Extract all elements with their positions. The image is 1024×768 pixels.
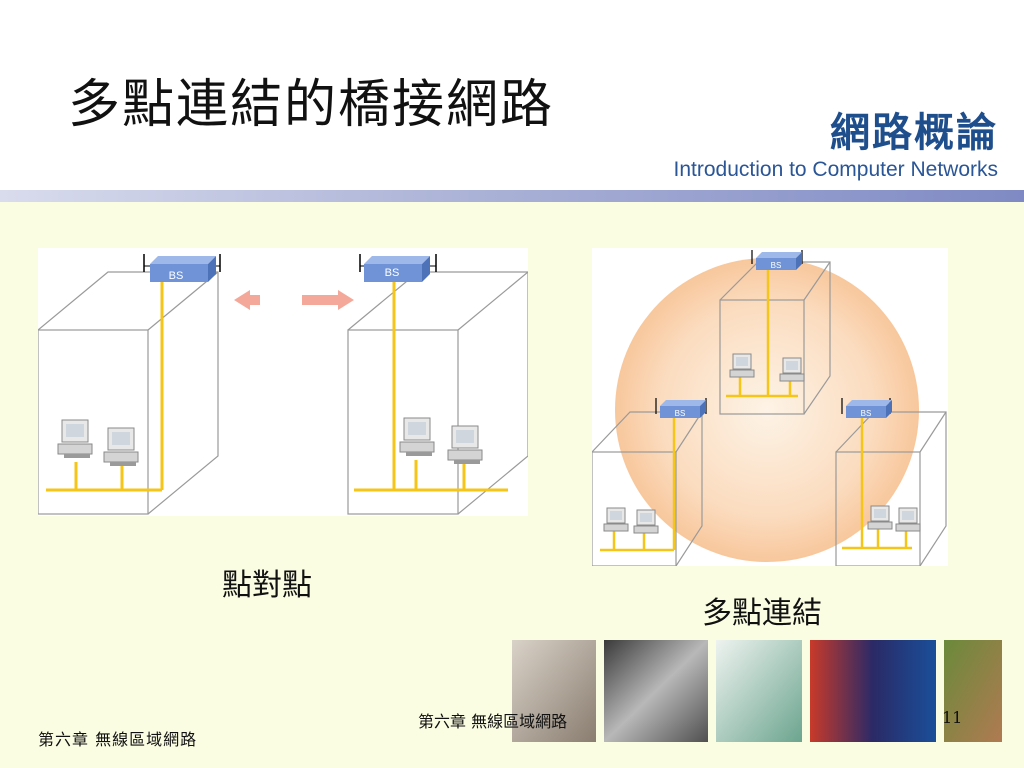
base-station-label: BS: [861, 409, 872, 418]
caption-point-to-point: 點對點: [222, 568, 312, 603]
wiring-2: [354, 282, 508, 492]
building-top: [719, 261, 831, 415]
footer-chapter-left: 第六章 無線區域網路: [38, 730, 198, 749]
brand-logo-en: Introduction to Computer Networks: [673, 158, 998, 181]
coverage-area: [615, 258, 919, 562]
base-station-label: BS: [169, 270, 184, 282]
slide-title: 多點連結的橋接網路: [68, 75, 555, 135]
base-station-right: BS: [841, 398, 892, 418]
computer-icon: [57, 419, 93, 459]
computer-icon: [603, 507, 629, 532]
computer-icon: [399, 417, 435, 457]
base-station-top: BS: [751, 250, 803, 270]
base-station-label: BS: [771, 261, 782, 270]
computer-icon: [779, 357, 805, 382]
page-number: 11: [942, 708, 963, 727]
multipoint-svg: BS BS BS: [591, 250, 947, 567]
computer-icon: [447, 425, 483, 465]
computer-icon: [103, 427, 139, 467]
footer-chapter-center: 第六章 無線區域網路: [418, 712, 568, 731]
computer-icon: [895, 507, 921, 532]
point-to-point-diagram: BS BS: [37, 248, 529, 516]
slide-header: 多點連結的橋接網路 網路概論 Introduction to Computer …: [0, 0, 1024, 196]
brand-logo-cn: 網路概論: [830, 110, 998, 156]
computer-icon: [867, 505, 893, 530]
caption-multipoint: 多點連結: [702, 596, 822, 631]
base-station-label: BS: [385, 267, 400, 279]
computer-icon: [633, 509, 659, 534]
photo-laptop-thumbnail: [604, 640, 708, 742]
photo-person-thumbnail: [512, 640, 596, 742]
computer-icon: [729, 353, 755, 378]
building-2: [347, 271, 529, 515]
base-station-label: BS: [675, 409, 686, 418]
building-1: [37, 271, 219, 515]
decorative-photo-strip: [512, 640, 1002, 742]
multipoint-diagram: BS BS BS: [591, 248, 948, 567]
photo-smiling-man-thumbnail: [944, 640, 1002, 742]
wiring-1: [46, 282, 164, 492]
photo-devices-thumbnail: [716, 640, 802, 742]
base-station-left: BS: [655, 398, 707, 418]
photo-collage: [512, 640, 1002, 742]
bidirectional-arrow-icon: [234, 290, 354, 310]
header-divider: [0, 190, 1024, 202]
base-station-1: BS: [143, 254, 221, 282]
point-to-point-svg: BS BS: [37, 254, 529, 515]
base-station-2: BS: [359, 254, 437, 282]
photo-cable-thumbnail: [810, 640, 936, 742]
